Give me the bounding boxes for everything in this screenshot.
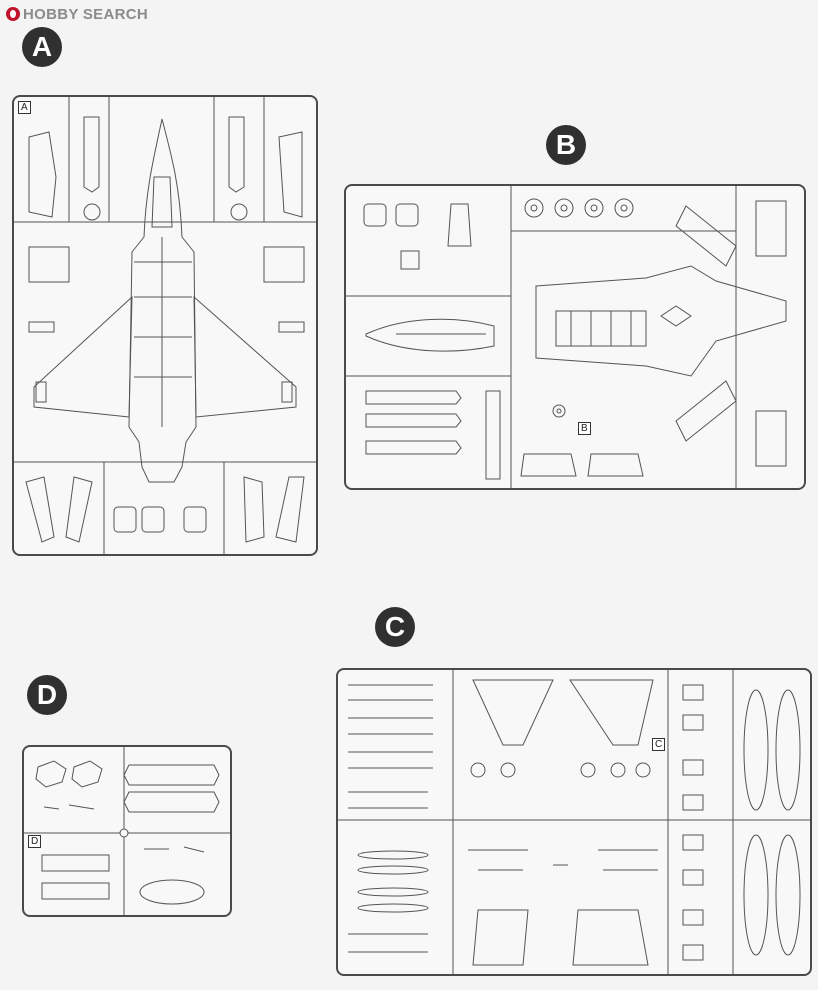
sprue-a-badge: A: [22, 27, 62, 67]
sprue-d-frame: D: [22, 745, 232, 917]
sprue-d-parts-drawing: [24, 747, 230, 915]
sprue-c-parts-drawing: [338, 670, 810, 974]
sprue-b-frame: B: [344, 184, 806, 490]
sprue-c-badge: C: [375, 607, 415, 647]
sprue-a-parts-drawing: [14, 97, 316, 554]
sprue-d-badge: D: [27, 675, 67, 715]
logo-icon: [6, 7, 20, 21]
sprue-b-badge: B: [546, 125, 586, 165]
hobby-search-logo: HOBBY SEARCH: [6, 5, 148, 23]
sprue-d-tag: D: [28, 835, 42, 848]
sprue-a-tag: A: [18, 101, 31, 114]
sprue-a-frame: A: [12, 95, 318, 556]
sprue-c-frame: C: [336, 668, 812, 976]
sprue-b-tag: B: [578, 422, 591, 435]
sprue-c-tag: C: [652, 738, 666, 751]
sprue-b-parts-drawing: [346, 186, 787, 488]
brand-name: HOBBY SEARCH: [23, 5, 149, 23]
